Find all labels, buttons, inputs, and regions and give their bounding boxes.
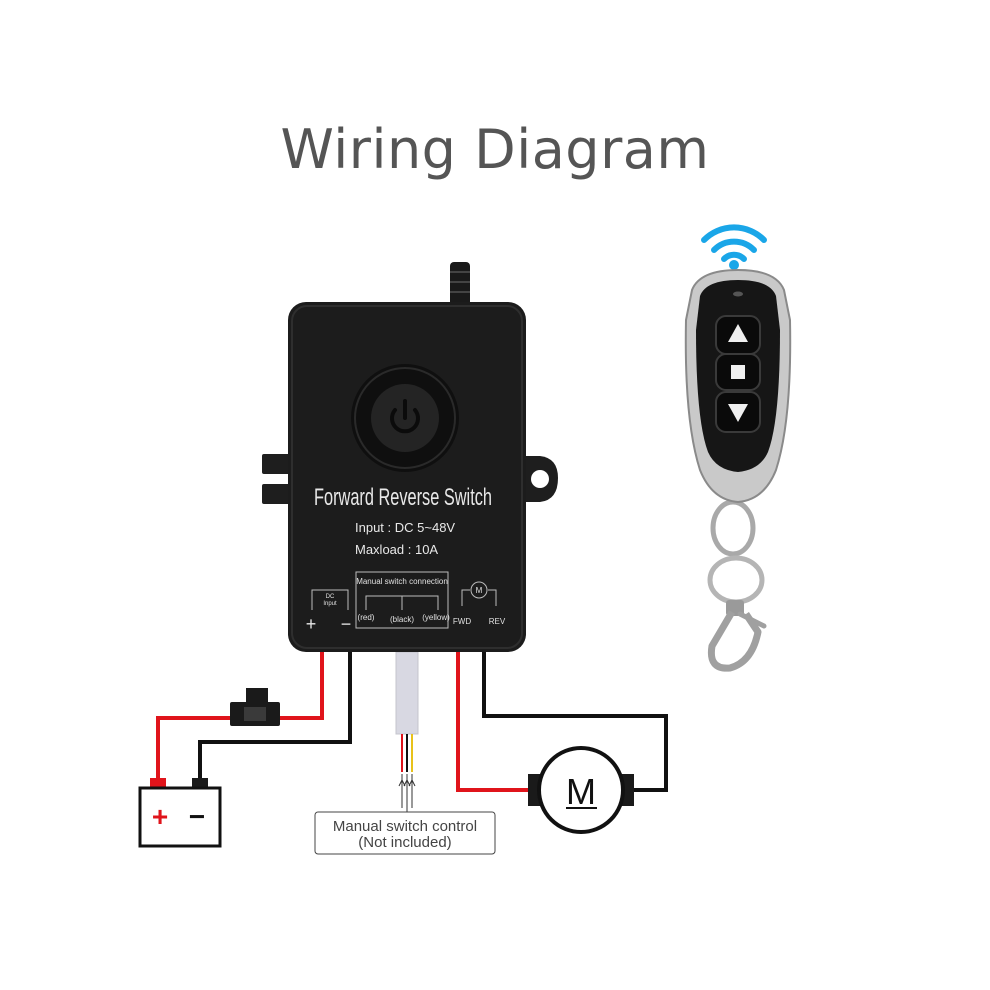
black-wire-battery — [198, 652, 352, 780]
manual-cable — [395, 651, 419, 808]
device-input-spec: Input : DC 5~48V — [355, 520, 455, 535]
dc-input-label-1: DC — [326, 594, 335, 600]
dc-input-label-2: Input — [323, 601, 337, 607]
callout-line-1: Manual switch control — [333, 818, 477, 835]
wifi-icon — [701, 224, 767, 262]
wire-black-label: (black) — [390, 615, 414, 624]
terminal-minus: − — [341, 614, 352, 634]
wire-red-label: (red) — [358, 613, 375, 622]
switch-module: Forward Reverse Switch Input : DC 5~48V … — [262, 302, 558, 652]
red-wire-battery — [156, 716, 232, 780]
red-wire-motor — [456, 652, 528, 792]
arrow-up-icon[interactable] — [728, 324, 748, 342]
stop-icon[interactable] — [731, 365, 745, 379]
device-name: Forward Reverse Switch — [314, 484, 492, 511]
device-maxload-spec: Maxload : 10A — [355, 542, 438, 557]
red-wire-to-switch — [278, 652, 324, 720]
rev-label: REV — [489, 617, 506, 626]
remote-control — [684, 268, 792, 672]
fwd-label: FWD — [453, 617, 471, 626]
motor-label: M — [566, 771, 596, 812]
antenna — [450, 262, 470, 312]
wire-yellow-label: (yellow) — [422, 613, 450, 622]
black-wire-motor — [482, 652, 668, 792]
motor-mini-label: M — [476, 586, 483, 595]
battery: + − — [138, 778, 222, 848]
battery-minus: − — [189, 801, 205, 832]
manual-switch-callout: Manual switch control (Not included) — [314, 808, 496, 855]
page-title: Wiring Diagram — [280, 118, 710, 181]
power-button-icon[interactable] — [390, 399, 420, 434]
battery-plus: + — [152, 801, 168, 832]
motor: M — [528, 746, 634, 834]
arrow-down-icon[interactable] — [728, 404, 748, 422]
callout-line-2: (Not included) — [358, 834, 451, 851]
manual-connection-label: Manual switch connection — [356, 577, 448, 586]
terminal-plus: + — [306, 614, 317, 634]
wires — [156, 652, 668, 792]
fuse-icon — [230, 688, 280, 726]
